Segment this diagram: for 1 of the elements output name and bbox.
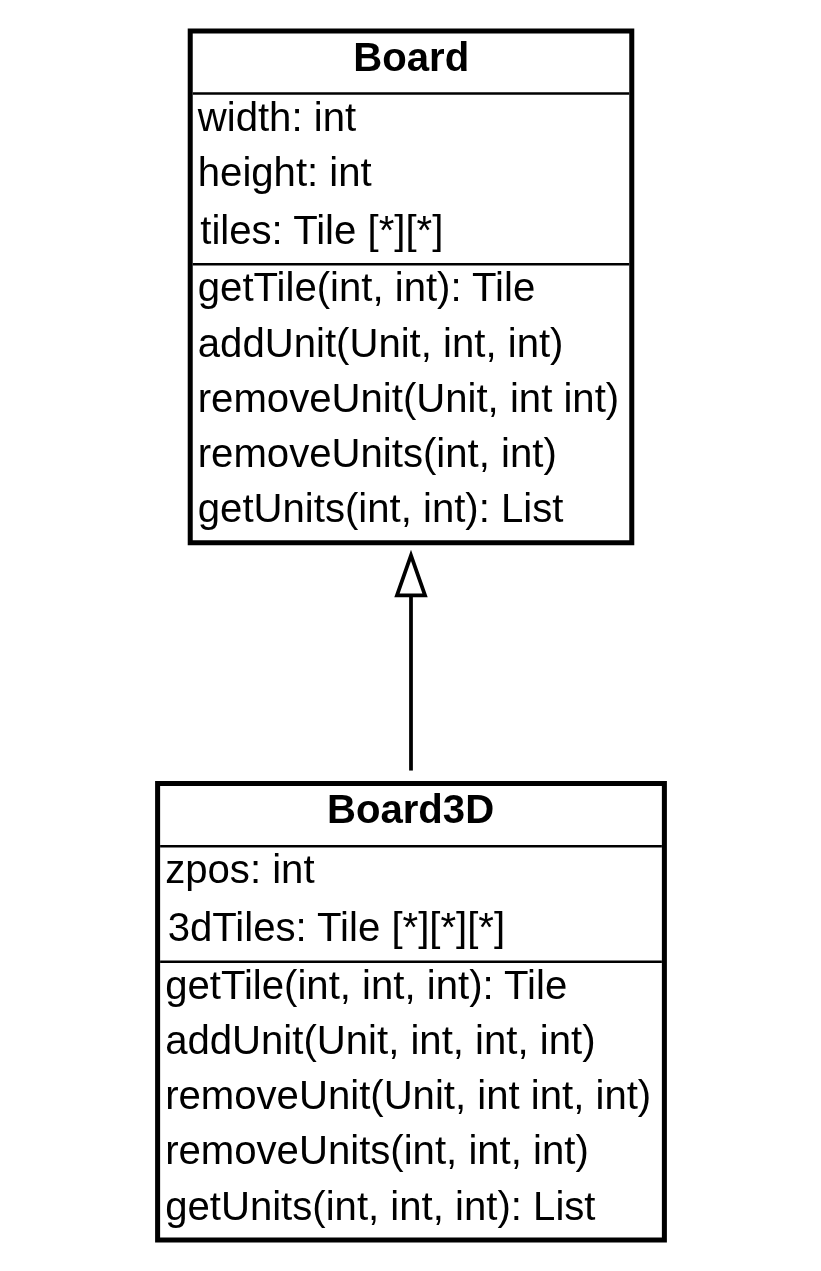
arrow <box>393 549 428 771</box>
